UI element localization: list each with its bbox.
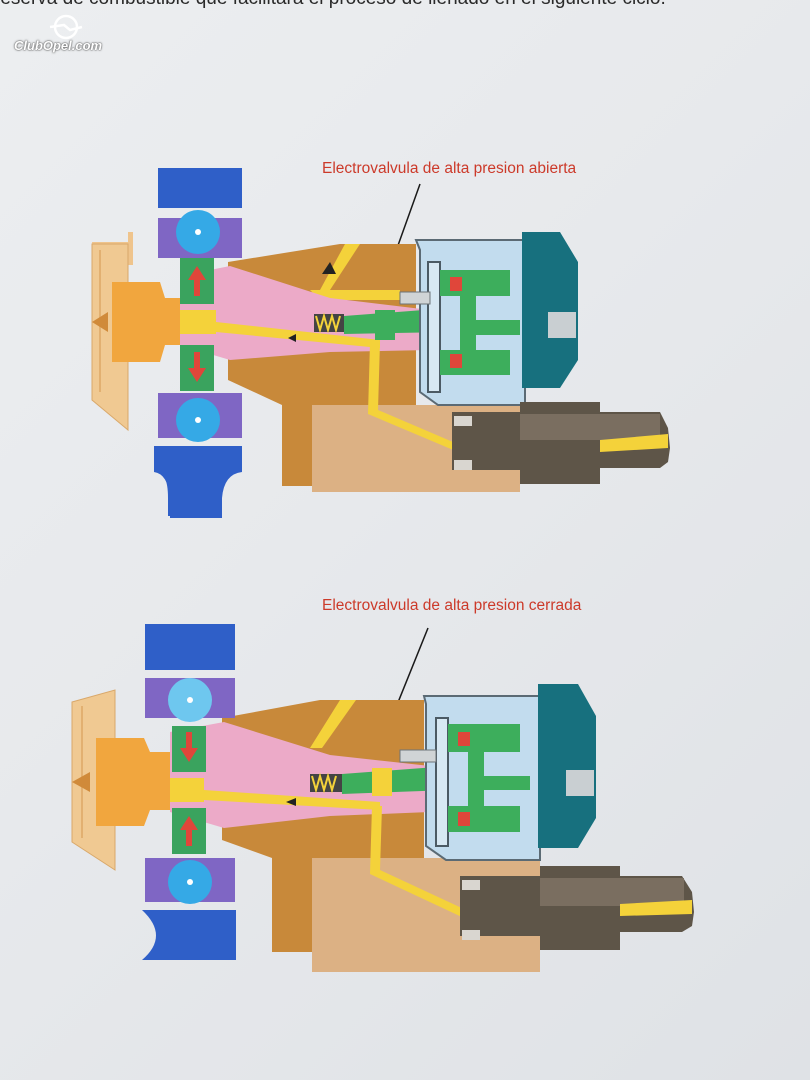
roller-assembly <box>142 624 236 960</box>
roller-assembly <box>154 168 242 518</box>
top-roller-shoe <box>158 168 242 208</box>
bottom-roller-shoe <box>142 910 236 960</box>
bottom-roller-shoe <box>154 446 242 518</box>
caption-valve-closed: Electrovalvula de alta presion cerrada <box>322 597 582 614</box>
piston-down-arrow <box>180 732 198 762</box>
injector-nozzle <box>452 402 670 484</box>
solenoid-coil <box>538 684 596 848</box>
shaft-cam <box>112 282 180 362</box>
fuel-channel-top <box>320 244 360 290</box>
piston-up-arrow <box>180 816 198 846</box>
watermark-text: ClubOpel.com <box>14 38 103 53</box>
fuel-channel-top <box>310 700 356 748</box>
piston-up-arrow <box>188 266 206 296</box>
top-roller-shoe <box>145 624 235 670</box>
pump-diagram-open <box>91 168 670 518</box>
armature <box>448 724 530 832</box>
high-pressure-valve <box>342 766 450 794</box>
injector-nozzle <box>460 866 694 950</box>
opel-logo-icon <box>49 14 83 40</box>
piston-down-arrow <box>188 352 206 382</box>
caption-valve-open: Electrovalvula de alta presion abierta <box>322 160 577 177</box>
clubopel-watermark: ClubOpel.com <box>14 14 118 54</box>
header-text: reserva de combustible que facilitara el… <box>0 0 810 10</box>
pump-diagram-closed <box>71 624 694 972</box>
solenoid-coil <box>522 232 578 388</box>
fuel-channel-center <box>216 322 380 348</box>
armature <box>440 270 520 375</box>
valve-spring <box>310 772 342 794</box>
valve-spring <box>314 312 344 334</box>
shaft-cam <box>96 738 170 826</box>
pressure-chamber <box>180 266 430 360</box>
